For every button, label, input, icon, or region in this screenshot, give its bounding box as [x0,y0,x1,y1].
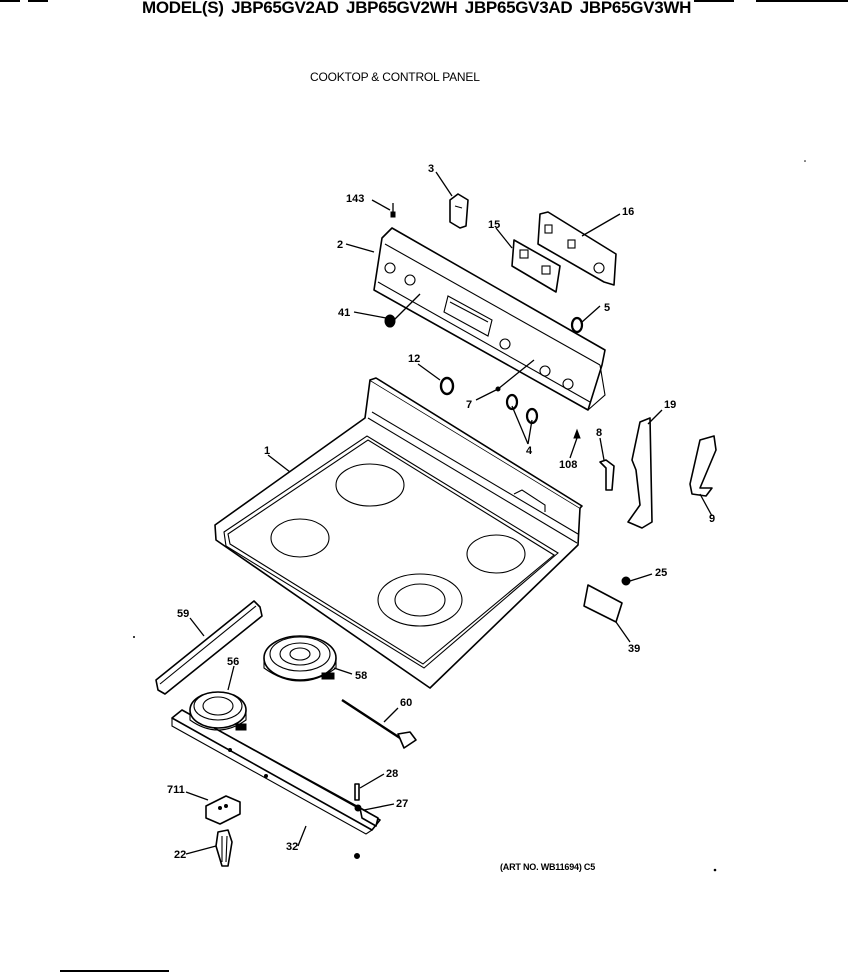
label-58: 58 [355,670,367,682]
label-4: 4 [526,445,533,457]
switch-cover-39-part[interactable] [583,584,623,623]
label-108: 108 [559,459,577,471]
label-28: 28 [386,768,398,780]
terminal-block-711-part[interactable] [205,795,241,825]
overlay-part[interactable] [511,239,561,293]
label-16: 16 [622,206,634,218]
label-9: 9 [709,513,715,525]
cooktop-part[interactable] [214,377,583,689]
screw-143-part[interactable] [390,203,396,218]
bracket-9-part[interactable] [689,435,717,497]
label-7: 7 [466,399,472,411]
label-3: 3 [428,163,434,175]
section-title: COOKTOP & CONTROL PANEL [310,70,480,84]
model-numbers-title: MODEL(S) JBP65GV2AD JBP65GV2WH JBP65GV3A… [142,0,692,17]
art-number: (ART NO. WB11694) C5 [500,862,596,872]
top-rule-right [694,0,734,2]
burner-front-right-inner [394,583,446,617]
label-25: 25 [655,567,667,579]
top-rule-left [0,0,20,2]
surface-element-56-part[interactable] [189,691,247,731]
support-channel-32-part[interactable] [171,709,381,835]
footer-rule [60,970,169,972]
side-trim-59-part[interactable] [155,600,263,695]
control-board-part[interactable] [537,211,617,286]
label-41: 41 [338,307,350,319]
label-2: 2 [337,239,343,251]
stray-dot [713,868,717,872]
top-rule-left-2 [28,0,48,2]
sensor-60-part[interactable] [341,698,417,749]
label-22: 22 [174,849,186,861]
burner-rear-left [335,463,405,507]
top-rule-right-2 [756,0,848,2]
part-labels: 3 143 2 15 16 41 5 12 7 4 108 8 19 9 1 2… [167,163,715,861]
label-12: 12 [408,353,420,365]
screw-28-part[interactable] [354,783,360,801]
label-1: 1 [264,445,270,457]
label-27: 27 [396,798,408,810]
label-59: 59 [177,608,189,620]
label-19: 19 [664,399,676,411]
stray-dot [804,160,806,162]
label-60: 60 [400,697,412,709]
knob-5-part[interactable] [570,316,584,334]
label-8: 8 [596,427,602,439]
stray-dot [133,636,135,638]
label-32: 32 [286,841,298,853]
bracket-8-part[interactable] [599,459,615,491]
label-5: 5 [604,302,610,314]
clip-22-part[interactable] [215,829,233,867]
spring-27-part[interactable] [354,804,379,859]
label-143: 143 [346,193,364,205]
label-39: 39 [628,643,640,655]
label-56: 56 [227,656,239,668]
knob-12-part[interactable] [439,376,455,396]
clock-bracket-part[interactable] [449,193,469,229]
side-bracket-19-part[interactable] [627,417,653,529]
label-15: 15 [488,219,500,231]
knob-41-part[interactable] [384,314,396,328]
burner-rear-right [466,534,526,574]
control-panel-part[interactable] [373,227,606,411]
screw-108-part[interactable] [573,428,581,439]
leader-lines [185,171,713,855]
burner-front-left [270,518,330,558]
label-711: 711 [167,784,185,796]
burner-front-right-outer [377,573,463,627]
knobs-4-part[interactable] [505,393,539,425]
nut-25-part[interactable] [621,576,631,586]
surface-element-58-part[interactable] [263,635,337,682]
